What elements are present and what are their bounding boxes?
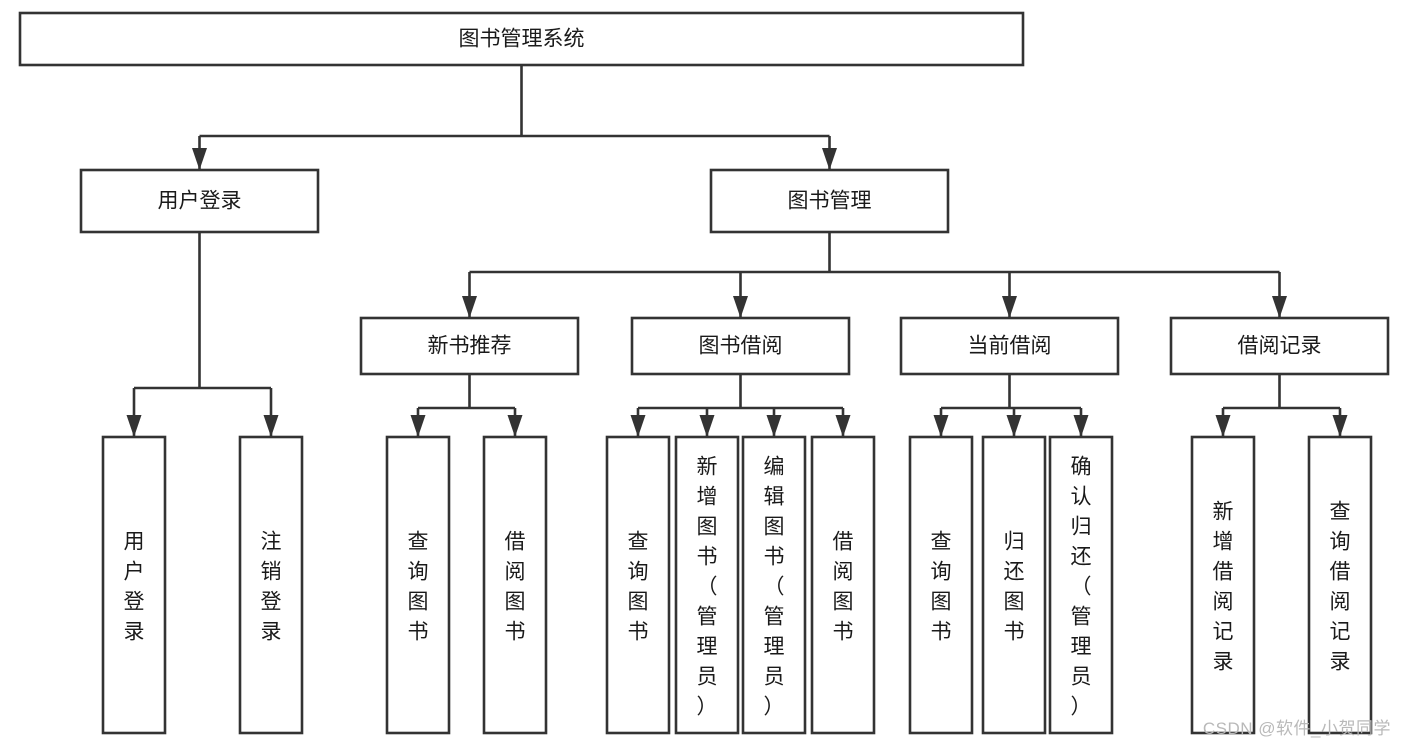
node-box[interactable] xyxy=(79,168,320,234)
arrow-head-icon xyxy=(822,148,837,170)
node-label: 注销登录 xyxy=(261,530,282,643)
node-label: 归还图书 xyxy=(1004,530,1025,643)
arrow-head-icon xyxy=(1215,415,1231,437)
edge-group-2 xyxy=(933,374,1089,437)
node-box[interactable] xyxy=(709,168,950,234)
arrow-head-icon xyxy=(1006,415,1022,437)
node-leaf-12[interactable]: 查询借阅记录 xyxy=(1307,435,1373,735)
node-leaf-7[interactable]: 借阅图书 xyxy=(810,435,876,735)
node-box[interactable] xyxy=(605,435,671,735)
arrow-head-icon xyxy=(835,415,851,437)
node-box[interactable] xyxy=(1169,316,1390,376)
node-box[interactable] xyxy=(899,316,1120,376)
edge-group-3 xyxy=(1215,374,1348,437)
node-leaf-6[interactable]: 编辑图书（管理员） xyxy=(741,435,807,735)
node-label: 新增借阅记录 xyxy=(1213,500,1234,673)
arrow-head-icon xyxy=(462,296,477,318)
node-label: 图书管理系统 xyxy=(459,28,585,51)
node-label: 用户登录 xyxy=(158,190,242,213)
node-label: 查询图书 xyxy=(628,530,649,643)
arrow-head-icon xyxy=(766,415,782,437)
node-box[interactable] xyxy=(385,435,451,735)
arrow-head-icon xyxy=(507,415,523,437)
node-leaf-8[interactable]: 查询图书 xyxy=(908,435,974,735)
node-label: 确认归还（管理员） xyxy=(1071,455,1092,718)
node-leaf-9[interactable]: 归还图书 xyxy=(981,435,1047,735)
node-box[interactable] xyxy=(630,316,851,376)
node-root-0[interactable]: 图书管理系统 xyxy=(18,11,1025,67)
node-leaf-11[interactable]: 新增借阅记录 xyxy=(1190,435,1256,735)
node-label: 查询图书 xyxy=(931,530,952,643)
node-box[interactable] xyxy=(18,11,1025,67)
arrow-head-icon xyxy=(410,415,426,437)
node-leaf-5[interactable]: 新增图书（管理员） xyxy=(674,435,740,735)
arrow-head-icon xyxy=(1073,415,1089,437)
node-box[interactable] xyxy=(1190,435,1256,735)
node-box[interactable] xyxy=(482,435,548,735)
edge-group-book-management xyxy=(462,232,1287,318)
arrow-head-icon xyxy=(1332,415,1348,437)
node-label: 新增图书（管理员） xyxy=(697,455,718,718)
node-level3-2[interactable]: 当前借阅 xyxy=(899,316,1120,376)
arrow-head-icon xyxy=(126,415,142,437)
csdn-watermark: CSDN @软件_小贺同学 xyxy=(1202,719,1391,738)
node-level3-3[interactable]: 借阅记录 xyxy=(1169,316,1390,376)
node-box[interactable] xyxy=(810,435,876,735)
node-leaf-4[interactable]: 查询图书 xyxy=(605,435,671,735)
node-label: 当前借阅 xyxy=(968,335,1052,358)
arrow-head-icon xyxy=(630,415,646,437)
connectors-layer xyxy=(126,65,1348,437)
arrow-head-icon xyxy=(1002,296,1017,318)
node-box[interactable] xyxy=(981,435,1047,735)
node-label: 借阅图书 xyxy=(833,530,854,643)
node-level2-0[interactable]: 用户登录 xyxy=(79,168,320,234)
arrow-head-icon xyxy=(263,415,279,437)
node-label: 用户登录 xyxy=(124,530,145,643)
node-label: 查询借阅记录 xyxy=(1330,500,1351,673)
node-label: 借阅记录 xyxy=(1238,335,1322,358)
node-label: 编辑图书（管理员） xyxy=(764,455,785,718)
edge-group-user-login xyxy=(126,232,279,437)
node-level3-1[interactable]: 图书借阅 xyxy=(630,316,851,376)
node-label: 图书管理 xyxy=(788,190,872,213)
node-leaf-3[interactable]: 借阅图书 xyxy=(482,435,548,735)
node-leaf-10[interactable]: 确认归还（管理员） xyxy=(1048,435,1114,735)
edge-group-0 xyxy=(410,374,523,437)
node-label: 查询图书 xyxy=(408,530,429,643)
node-leaf-0[interactable]: 用户登录 xyxy=(101,435,167,735)
node-box[interactable] xyxy=(674,435,740,735)
node-box[interactable] xyxy=(359,316,580,376)
arrow-head-icon xyxy=(733,296,748,318)
node-box[interactable] xyxy=(101,435,167,735)
node-label: 图书借阅 xyxy=(699,335,783,358)
node-box[interactable] xyxy=(1048,435,1114,735)
node-level2-1[interactable]: 图书管理 xyxy=(709,168,950,234)
arrow-head-icon xyxy=(192,148,207,170)
nodes-layer: 图书管理系统用户登录图书管理新书推荐图书借阅当前借阅借阅记录用户登录注销登录查询… xyxy=(18,11,1390,735)
node-box[interactable] xyxy=(1307,435,1373,735)
arrow-head-icon xyxy=(1272,296,1287,318)
edge-group-1 xyxy=(630,374,851,437)
node-leaf-1[interactable]: 注销登录 xyxy=(238,435,304,735)
edge-group-root xyxy=(192,65,837,170)
arrow-head-icon xyxy=(933,415,949,437)
node-box[interactable] xyxy=(908,435,974,735)
node-box[interactable] xyxy=(741,435,807,735)
node-box[interactable] xyxy=(238,435,304,735)
node-leaf-2[interactable]: 查询图书 xyxy=(385,435,451,735)
node-label: 借阅图书 xyxy=(505,530,526,643)
node-label: 新书推荐 xyxy=(428,335,512,358)
node-level3-0[interactable]: 新书推荐 xyxy=(359,316,580,376)
arrow-head-icon xyxy=(699,415,715,437)
